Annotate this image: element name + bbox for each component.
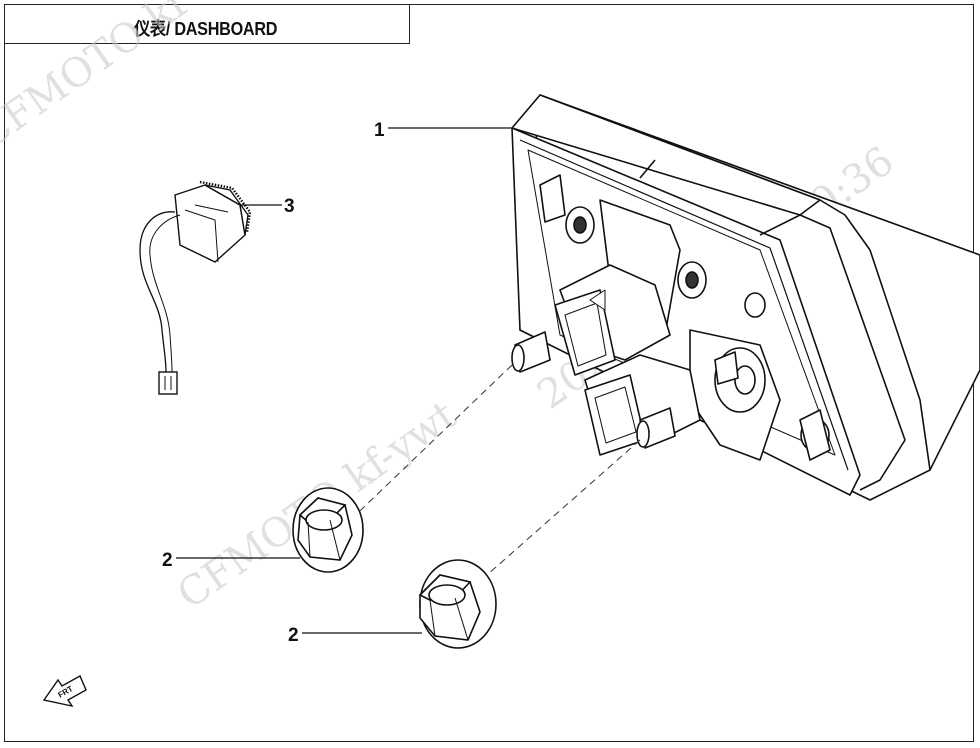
flange-nut-lower <box>418 559 497 649</box>
front-arrow-icon: FRT <box>42 675 87 708</box>
connector-cap <box>139 180 252 395</box>
callout-2-lower: 2 <box>288 625 299 646</box>
callout-2-upper: 2 <box>162 550 173 571</box>
page-title: 仪表/ DASHBOARD <box>134 19 278 39</box>
callout-3: 3 <box>284 196 295 217</box>
dashboard-unit <box>511 94 980 501</box>
title-block: 仪表/ DASHBOARD <box>4 4 410 44</box>
assembly-centerlines <box>339 364 641 591</box>
watermark-top-left: CFMOTO kf <box>0 0 198 158</box>
flange-nut-upper <box>292 487 364 573</box>
leader-lines <box>176 127 512 634</box>
callout-1: 1 <box>374 120 385 141</box>
